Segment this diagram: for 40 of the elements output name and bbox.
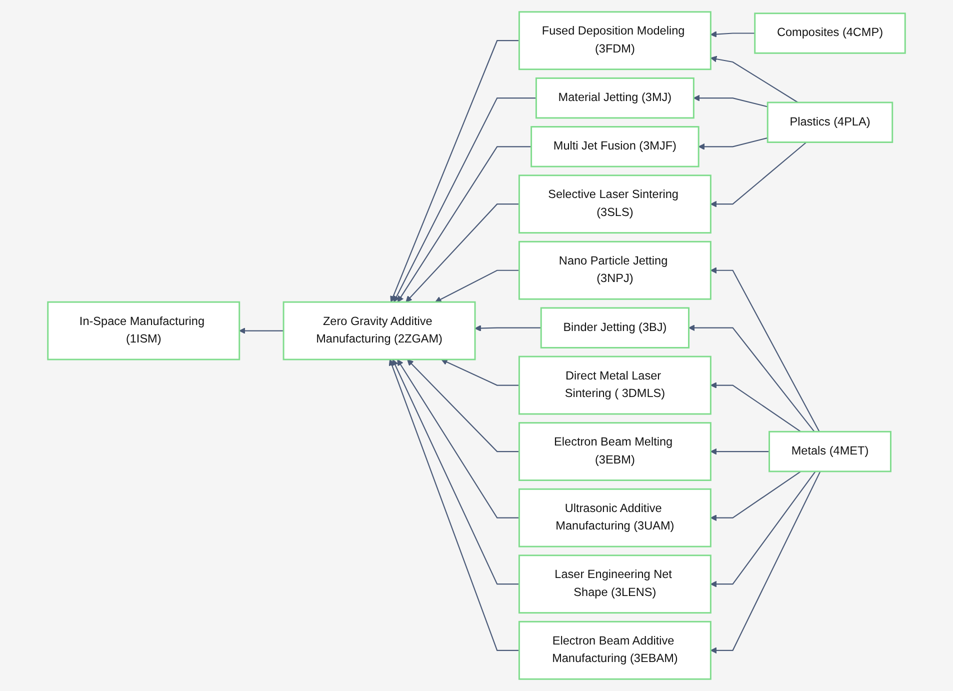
node-box: In-Space Manufacturing (1ISM) (47, 301, 240, 360)
arrow (397, 146, 532, 302)
arrow (710, 448, 770, 455)
arrow (710, 382, 802, 432)
arrow (441, 359, 520, 386)
arrow (394, 98, 536, 302)
arrow (710, 142, 807, 208)
arrow (239, 328, 284, 334)
arrow (407, 359, 520, 452)
node-box: Laser Engineering Net Shape (3LENS) (518, 554, 712, 614)
arrow (392, 359, 520, 585)
arrow (388, 359, 520, 651)
node-box: Multi Jet Fusion (3MJF) (530, 126, 700, 168)
node-box: Electron Beam Melting (3EBM) (518, 422, 712, 481)
node-box: Selective Laser Sintering (3SLS) (518, 174, 712, 234)
arrow (698, 137, 768, 150)
node-box: Ultrasonic Additive Manufacturing (3UAM) (518, 488, 712, 548)
node-box: Zero Gravity Additive Manufacturing (2ZGAM) (282, 301, 476, 360)
node-box: Direct Metal Laser Sintering ( 3DMLS) (518, 356, 712, 415)
node-box: Material Jetting (3MJ) (535, 77, 694, 119)
node-box: Electron Beam Additive Manufacturing (3EBAM) (518, 620, 712, 680)
node-box: Nano Particle Jetting (3NPJ) (518, 240, 712, 300)
arrow (406, 204, 520, 302)
arrow (435, 270, 520, 302)
node-box: Plastics (4PLA) (766, 102, 894, 143)
node-box: Binder Jetting (3BJ) (540, 307, 690, 348)
arrow (688, 324, 815, 432)
arrow (710, 56, 798, 103)
arrow (710, 471, 821, 654)
arrow (693, 94, 768, 108)
arrow (710, 31, 755, 38)
node-box: Composites (4CMP) (754, 12, 906, 54)
node-box: Fused Deposition Modeling (3FDM) (518, 11, 712, 70)
arrow (390, 40, 520, 302)
arrow (397, 359, 520, 518)
node-box: Metals (4MET) (768, 430, 892, 472)
arrow (710, 470, 802, 522)
arrow (474, 325, 542, 332)
arrow (710, 267, 820, 432)
arrow (710, 471, 816, 588)
